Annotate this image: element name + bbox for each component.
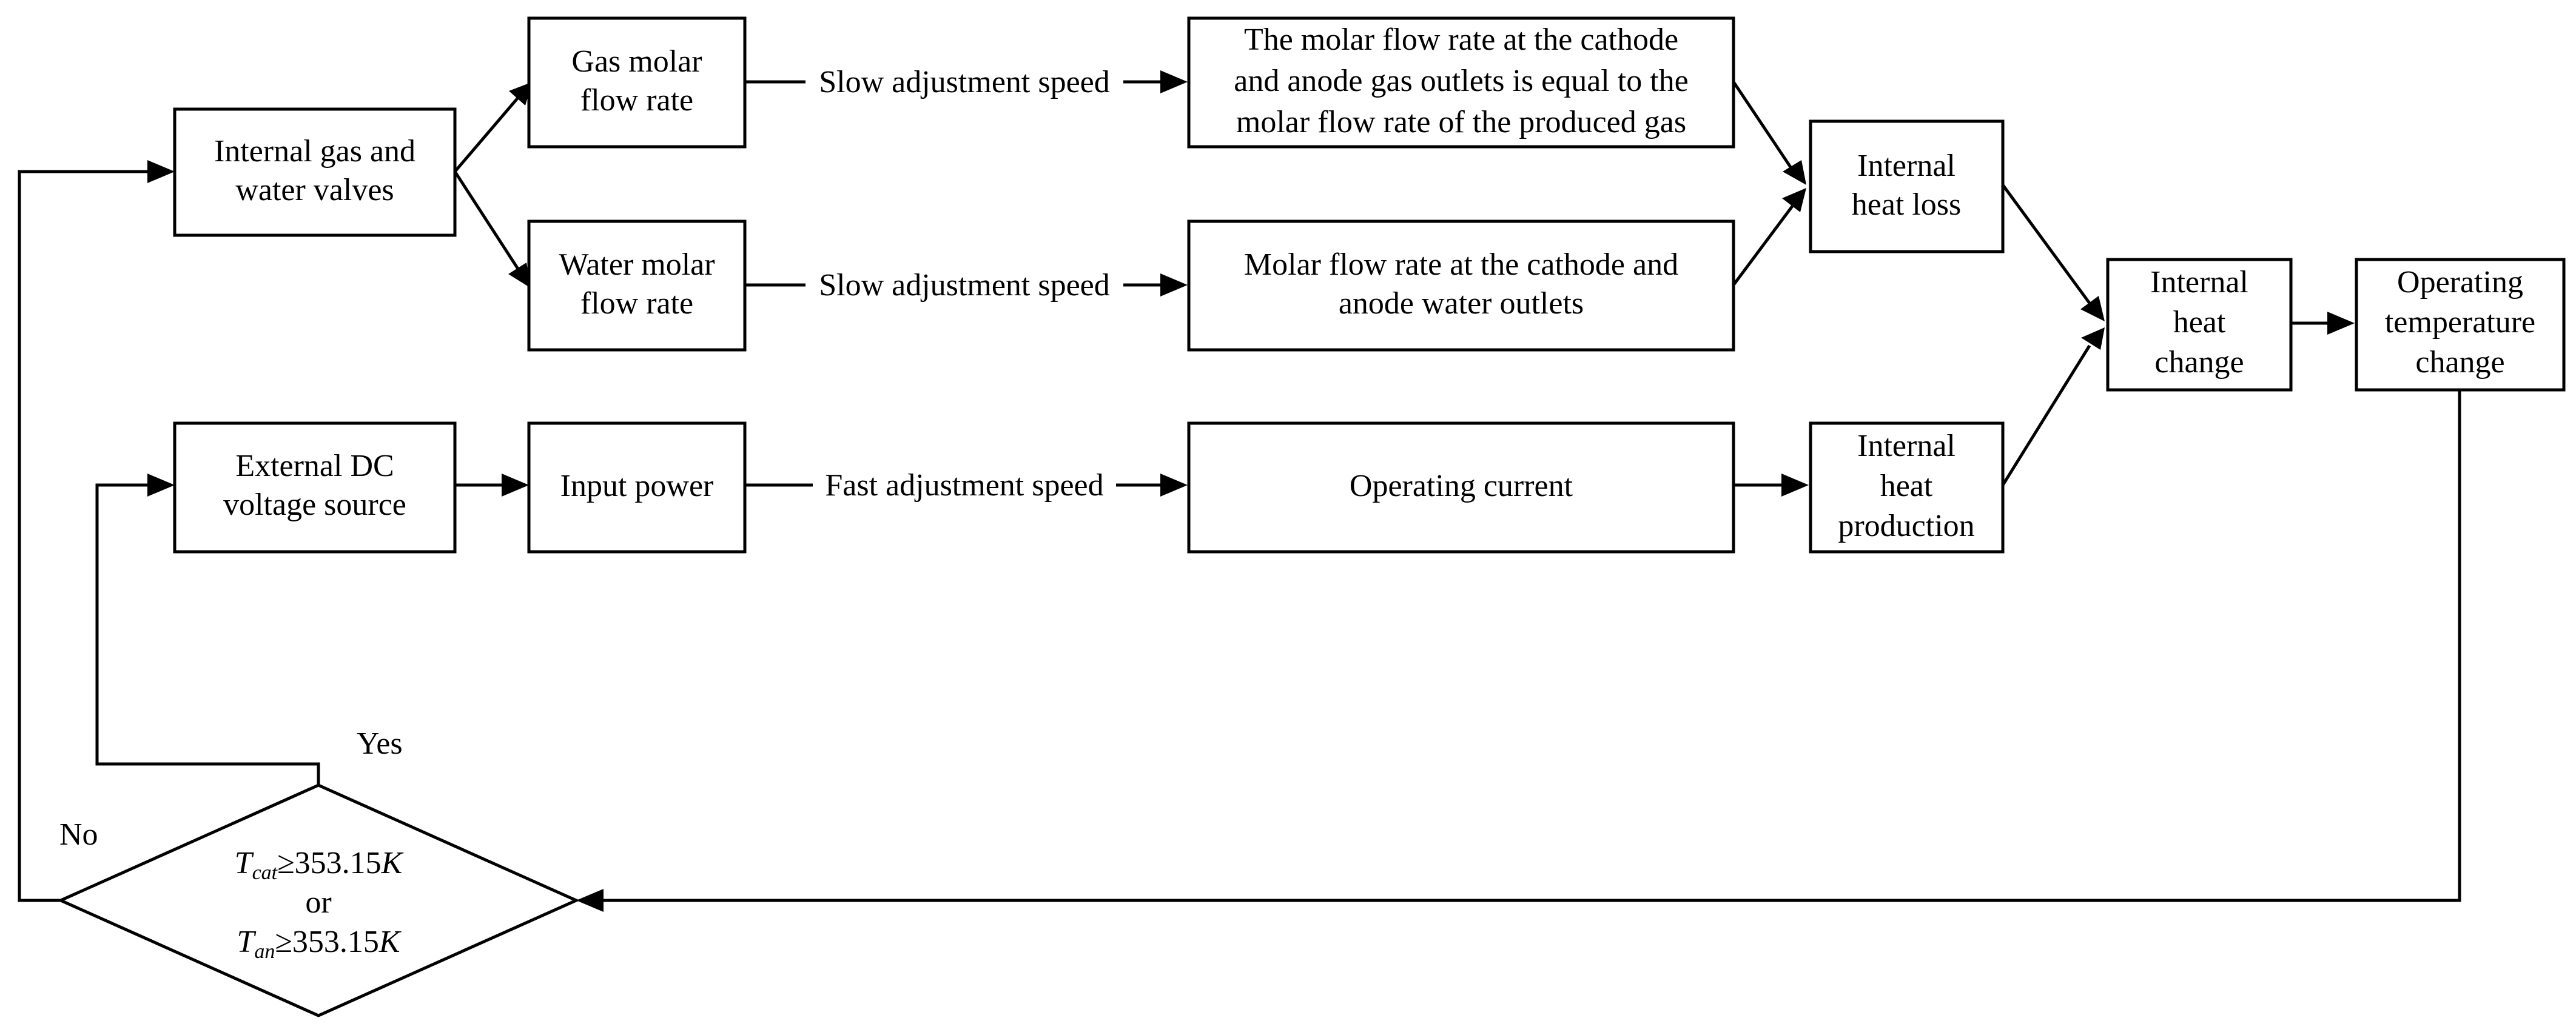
- svg-text:Gas molar: Gas molar: [571, 44, 702, 79]
- svg-text:heat loss: heat loss: [1852, 187, 1962, 222]
- svg-text:Input power: Input power: [560, 469, 714, 503]
- decision-or: or: [305, 885, 331, 920]
- arrowhead-decision: [576, 889, 604, 912]
- arrowhead-temp: [2327, 312, 2355, 335]
- box-operating-current: Operating current: [1187, 421, 1735, 554]
- svg-text:change: change: [2154, 345, 2244, 380]
- edge-label-power-speed: Fast adjustment speed: [825, 468, 1103, 503]
- decision-an-condition: Tan≥353.15K: [237, 925, 401, 963]
- box-heat-production: Internal heat production: [1809, 421, 2005, 554]
- box-gas-molar-flow: Gas molar flow rate: [527, 16, 747, 149]
- svg-text:flow rate: flow rate: [580, 83, 693, 118]
- svg-text:Internal: Internal: [2150, 265, 2248, 300]
- svg-text:Internal gas and: Internal gas and: [214, 134, 415, 169]
- branch-label-no: No: [59, 817, 98, 852]
- edge-wateroutlet-to-loss: [1732, 205, 1794, 286]
- svg-text:temperature: temperature: [2385, 305, 2535, 340]
- svg-text:External DC: External DC: [235, 449, 394, 483]
- arrowhead-water-outlet: [1160, 273, 1188, 296]
- arrowhead-valves: [147, 160, 175, 183]
- box-dc-source: External DC voltage source: [173, 421, 457, 554]
- edge-label-gas-speed: Slow adjustment speed: [819, 65, 1110, 99]
- edge-valves-to-gas: [454, 96, 520, 173]
- svg-text:The molar flow rate at the cat: The molar flow rate at the cathode: [1244, 22, 1678, 57]
- arrowhead-change-b: [2081, 327, 2105, 350]
- edge-gasoutlet-to-loss: [1732, 81, 1794, 171]
- svg-text:production: production: [1838, 509, 1974, 543]
- svg-text:Internal: Internal: [1857, 429, 1956, 463]
- edge-label-water-speed: Slow adjustment speed: [819, 268, 1110, 303]
- arrowhead-water: [508, 263, 531, 288]
- box-internal-valves: Internal gas and water valves: [173, 107, 457, 237]
- box-heat-change: Internal heat change: [2106, 258, 2293, 392]
- box-input-power: Input power: [527, 421, 747, 554]
- edge-labels: Slow adjustment speed Slow adjustment sp…: [819, 65, 1110, 503]
- svg-text:molar flow rate of the produce: molar flow rate of the produced gas: [1236, 105, 1686, 139]
- svg-text:Molar flow rate at the cathode: Molar flow rate at the cathode and: [1244, 247, 1678, 282]
- edge-loss-to-change: [2001, 184, 2091, 304]
- box-heat-loss: Internal heat loss: [1809, 119, 2005, 253]
- svg-text:heat: heat: [1880, 469, 1933, 503]
- svg-text:voltage source: voltage source: [223, 487, 406, 522]
- svg-text:and anode gas outlets is equal: and anode gas outlets is equal to the: [1234, 64, 1688, 98]
- branch-label-yes: Yes: [357, 726, 403, 761]
- svg-text:change: change: [2415, 345, 2504, 380]
- svg-text:Water molar: Water molar: [559, 247, 715, 282]
- svg-text:Operating current: Operating current: [1350, 469, 1573, 503]
- arrowhead-production: [1781, 474, 1809, 497]
- decision-cat-condition: Tcat≥353.15K: [235, 846, 404, 884]
- edge-yes-branch: [95, 483, 320, 785]
- svg-text:water valves: water valves: [235, 173, 394, 207]
- arrowhead-change-a: [2080, 296, 2105, 321]
- decision-diamond: Tcat≥353.15K or Tan≥353.15K: [56, 783, 580, 1017]
- svg-text:Internal: Internal: [1857, 149, 1956, 183]
- arrowhead-loss-b: [1782, 188, 1806, 212]
- svg-text:heat: heat: [2173, 305, 2226, 340]
- arrowhead-gas: [509, 82, 533, 106]
- arrowhead-current: [1160, 474, 1188, 497]
- svg-text:Operating: Operating: [2397, 265, 2523, 300]
- edge-temp-to-decision: [600, 388, 2461, 902]
- box-water-outlet: Molar flow rate at the cathode and anode…: [1187, 219, 1735, 352]
- box-water-molar-flow: Water molar flow rate: [527, 219, 747, 352]
- box-gas-outlet: The molar flow rate at the cathode and a…: [1187, 16, 1735, 149]
- arrowhead-power: [502, 474, 529, 497]
- arrowhead-dc: [147, 474, 175, 497]
- arrowhead-loss-a: [1783, 160, 1806, 185]
- box-temp-change: Operating temperature change: [2355, 258, 2566, 392]
- arrowhead-gas-outlet: [1160, 70, 1188, 93]
- edge-no-branch: [18, 170, 149, 902]
- svg-text:flow rate: flow rate: [580, 286, 693, 321]
- edge-valves-to-water: [453, 170, 520, 271]
- svg-text:anode water outlets: anode water outlets: [1339, 286, 1584, 321]
- edge-production-to-change: [2001, 344, 2091, 486]
- connectors: [18, 70, 2461, 912]
